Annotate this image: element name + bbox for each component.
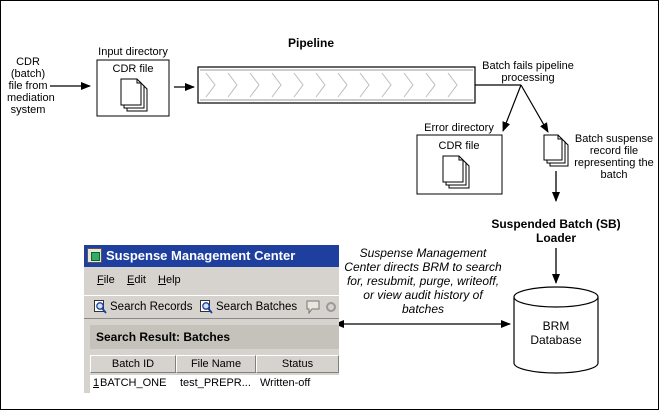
menu-help-accel: H [158, 274, 166, 286]
sb-loader-label: Suspended Batch (SB) Loader [491, 217, 621, 245]
menu-file-label: ile [103, 274, 115, 286]
smc-directs-label: Suspense Management Center directs BRM t… [344, 246, 502, 316]
search-records-button[interactable]: Search Records [94, 296, 194, 318]
input-directory-label: Input directory [98, 46, 168, 58]
brm-database-cylinder [513, 286, 599, 374]
search-batches-label: Search Batches [216, 301, 298, 313]
row-batch-id: BATCH_ONE [100, 377, 167, 389]
pipeline-tube [197, 66, 476, 104]
cdr-source-text: CDR (batch) file from mediation system [7, 56, 55, 116]
error-directory-label: Error directory [424, 122, 494, 134]
comment-icon[interactable] [306, 300, 320, 314]
arrow-to-suspense-record [520, 84, 549, 133]
input-file-icon [120, 78, 148, 112]
suspense-management-window: Suspense Management Center File Edit Hel… [84, 245, 339, 393]
brm-database-label: BRM Database [530, 319, 582, 347]
app-icon [87, 248, 102, 263]
row-number: 1 [93, 377, 100, 389]
settings-icon[interactable] [324, 300, 338, 314]
search-records-label: Search Records [110, 301, 193, 313]
cdr-source-label: CDR (batch) file from mediation system [7, 56, 55, 116]
search-result-header: Search Result: Batches [90, 325, 339, 349]
menu-help-label: elp [165, 274, 181, 286]
error-file-label: CDR file [438, 140, 480, 152]
menu-file-accel: F [97, 274, 104, 286]
menu-edit[interactable]: Edit [127, 270, 146, 290]
suspense-record-label: Batch suspense record file representing … [574, 133, 654, 181]
search-records-icon [94, 300, 107, 314]
input-file-label: CDR file [112, 63, 154, 75]
pipeline-label: Pipeline [287, 36, 334, 50]
column-header-status[interactable]: Status [256, 355, 339, 373]
window-title-bar[interactable]: Suspense Management Center [84, 245, 339, 267]
batch-results-table: Batch ID File Name Status 1 BATCH_ONE te… [90, 353, 339, 393]
row-status: Written-off [260, 377, 311, 389]
menu-file[interactable]: File [97, 270, 115, 290]
error-file-icon [442, 155, 470, 189]
menu-bar: File Edit Help [84, 270, 339, 290]
menu-edit-label: dit [134, 274, 146, 286]
menu-edit-accel: E [127, 274, 135, 286]
menu-help[interactable]: Help [158, 270, 181, 290]
column-header-file-name[interactable]: File Name [176, 355, 256, 373]
table-row[interactable]: 1 BATCH_ONE test_PREPR... Written-off [90, 375, 339, 393]
search-batches-button[interactable]: Search Batches [200, 296, 300, 318]
batch-fails-label: Batch fails pipeline processing [482, 60, 574, 84]
row-file-name: test_PREPR... [180, 377, 251, 389]
suspense-record-file-icon [543, 134, 569, 167]
toolbar: Search Records Search Batches [84, 295, 339, 319]
window-title: Suspense Management Center [106, 248, 296, 263]
search-batches-icon [200, 300, 213, 314]
column-header-batch-id[interactable]: Batch ID [90, 355, 176, 373]
arrow-to-error-directory [502, 84, 522, 132]
